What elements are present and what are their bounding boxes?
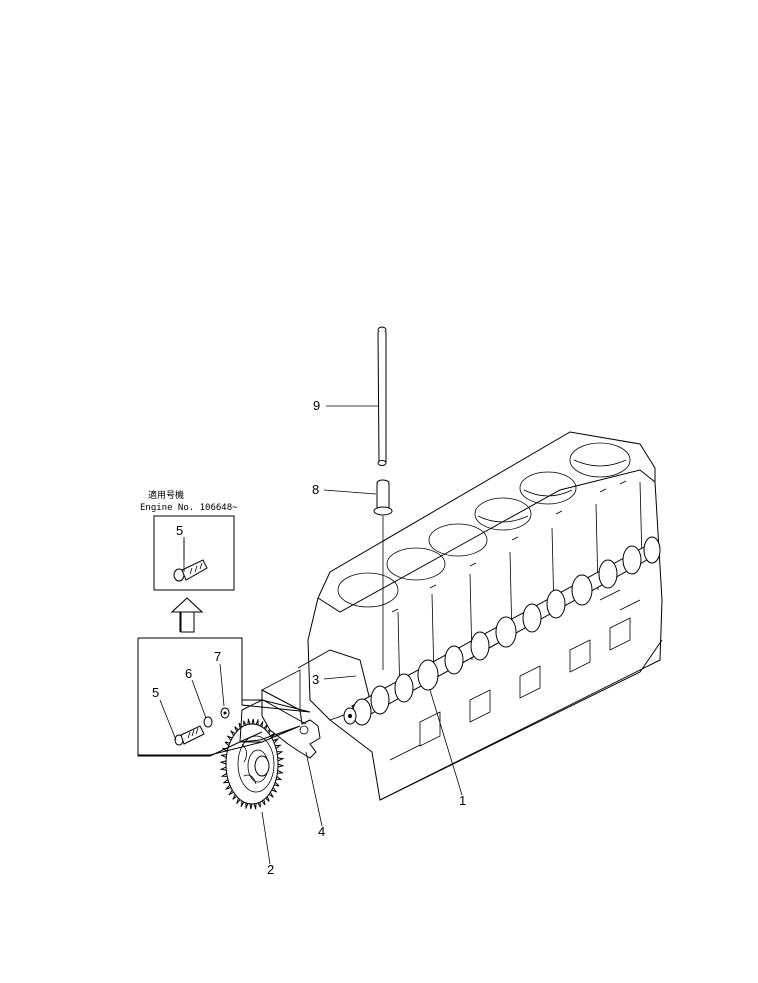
callout-5-old: 5 [152,685,159,700]
callout-3: 3 [312,672,319,687]
callout-1: 1 [459,793,466,808]
variant-box-upper [153,515,235,591]
callout-4: 4 [318,824,325,839]
callout-5-new: 5 [176,523,183,538]
bolt-new [173,540,208,582]
leader-lines [159,405,463,865]
engine-range-note: Engine No. 106648~ [140,503,238,513]
callout-9: 9 [313,398,320,413]
callout-6: 6 [185,666,192,681]
washer [203,716,213,728]
engine-block [261,431,663,801]
callout-7: 7 [214,649,221,664]
callout-8: 8 [312,482,319,497]
variant-arrow [170,597,204,633]
bolt [174,725,205,746]
camshaft [343,536,661,726]
cam-gear [219,718,285,810]
tappet [373,479,393,670]
push-rod [377,326,387,466]
applicability-label: 適用号機 [148,489,184,501]
bolt-assembly-old [174,707,230,746]
callout-2: 2 [267,862,274,877]
